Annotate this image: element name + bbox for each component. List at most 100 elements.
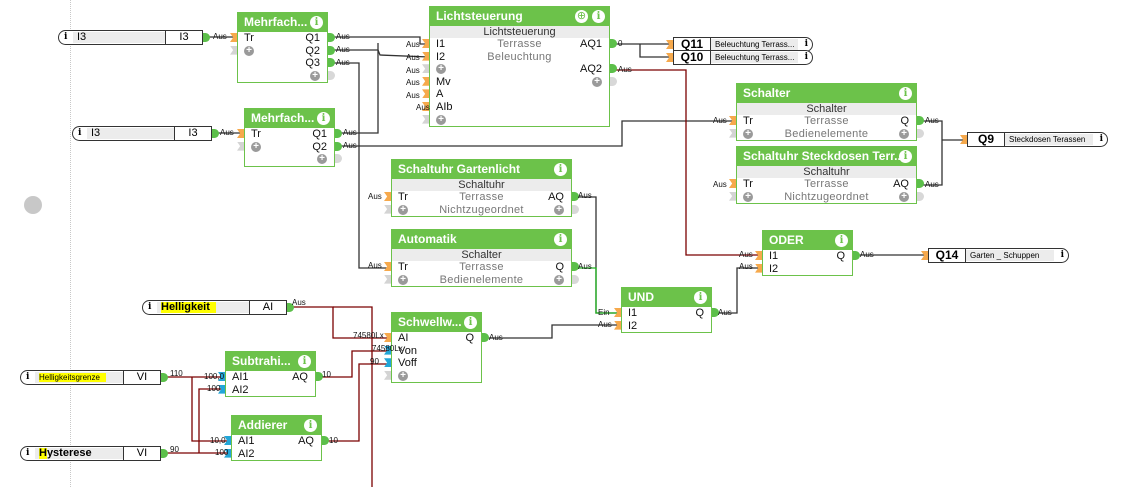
wire[interactable] bbox=[917, 120, 943, 186]
input-connector[interactable] bbox=[666, 53, 673, 62]
input-connector[interactable] bbox=[230, 45, 237, 55]
wire[interactable] bbox=[322, 363, 391, 442]
input-connector[interactable] bbox=[729, 191, 736, 201]
info-icon[interactable]: i bbox=[26, 372, 30, 382]
info-icon[interactable]: i bbox=[804, 39, 808, 49]
output-connector[interactable] bbox=[335, 129, 342, 138]
input-connector[interactable] bbox=[218, 372, 225, 381]
output-connector[interactable] bbox=[572, 192, 579, 201]
input-connector[interactable] bbox=[384, 204, 391, 214]
add-input-icon[interactable]: + bbox=[398, 204, 408, 215]
wire[interactable] bbox=[336, 120, 736, 147]
output-connector[interactable] bbox=[328, 58, 335, 68]
input-connector[interactable] bbox=[422, 39, 429, 48]
add-output-icon[interactable]: + bbox=[554, 204, 564, 215]
wire[interactable] bbox=[316, 350, 391, 378]
output-connector[interactable] bbox=[917, 116, 924, 125]
input-connector[interactable] bbox=[729, 128, 736, 138]
input-connector[interactable] bbox=[755, 251, 762, 260]
info-icon[interactable]: i bbox=[835, 234, 848, 247]
wire[interactable] bbox=[330, 62, 391, 269]
wire[interactable] bbox=[611, 69, 762, 256]
info-icon[interactable]: i bbox=[899, 150, 912, 163]
input-connector[interactable] bbox=[237, 141, 244, 151]
add-input-icon[interactable]: + bbox=[436, 64, 446, 75]
info-icon[interactable]: i bbox=[694, 291, 707, 304]
add-input-icon[interactable]: + bbox=[743, 191, 753, 202]
info-icon[interactable]: i bbox=[78, 128, 82, 138]
add-input-icon[interactable]: + bbox=[398, 370, 408, 381]
input-connector[interactable] bbox=[384, 345, 391, 355]
input-connector[interactable] bbox=[729, 179, 736, 188]
add-output-icon[interactable]: + bbox=[310, 70, 320, 81]
output-connector[interactable] bbox=[853, 251, 860, 260]
input-connector[interactable] bbox=[224, 436, 231, 445]
info-icon[interactable]: i bbox=[554, 163, 567, 176]
add-input-icon[interactable]: + bbox=[244, 45, 254, 56]
add-output-icon[interactable]: + bbox=[554, 274, 564, 285]
input-connector[interactable] bbox=[921, 251, 928, 260]
input-connector[interactable] bbox=[729, 116, 736, 125]
wire[interactable] bbox=[482, 324, 621, 339]
input-connector[interactable] bbox=[384, 358, 391, 368]
add-output-icon[interactable]: + bbox=[317, 154, 327, 165]
output-connector[interactable] bbox=[203, 33, 210, 42]
info-icon[interactable]: i bbox=[298, 355, 311, 368]
info-icon[interactable]: i bbox=[26, 448, 30, 458]
info-icon[interactable]: i bbox=[317, 112, 330, 125]
info-icon[interactable]: i bbox=[554, 233, 567, 246]
output-connector[interactable] bbox=[572, 262, 579, 271]
output-connector[interactable] bbox=[212, 129, 219, 138]
wire[interactable] bbox=[572, 267, 621, 314]
input-connector[interactable] bbox=[422, 102, 429, 111]
output-connector[interactable] bbox=[712, 308, 719, 317]
input-connector[interactable] bbox=[422, 114, 429, 124]
info-icon[interactable]: i bbox=[804, 52, 808, 62]
input-connector[interactable] bbox=[384, 370, 391, 380]
input-connector[interactable] bbox=[614, 320, 621, 330]
wire[interactable] bbox=[333, 306, 373, 487]
output-connector[interactable] bbox=[917, 128, 924, 138]
add-input-icon[interactable]: + bbox=[436, 114, 446, 125]
output-connector[interactable] bbox=[610, 39, 617, 48]
add-output-icon[interactable]: + bbox=[899, 191, 909, 202]
input-connector[interactable] bbox=[224, 448, 231, 458]
output-connector[interactable] bbox=[328, 33, 335, 42]
output-connector[interactable] bbox=[917, 179, 924, 188]
output-connector[interactable] bbox=[610, 76, 617, 86]
output-connector[interactable] bbox=[572, 204, 579, 214]
info-icon[interactable]: i bbox=[64, 32, 68, 42]
wire[interactable] bbox=[330, 49, 430, 58]
output-connector[interactable] bbox=[161, 449, 168, 458]
info-icon[interactable]: i bbox=[148, 302, 152, 312]
output-connector[interactable] bbox=[610, 64, 617, 74]
info-icon[interactable]: i bbox=[304, 419, 317, 432]
input-connector[interactable] bbox=[422, 51, 429, 61]
input-connector[interactable] bbox=[422, 89, 429, 99]
wire[interactable] bbox=[198, 388, 225, 453]
output-connector[interactable] bbox=[917, 191, 924, 201]
info-icon[interactable]: i bbox=[464, 316, 477, 329]
input-connector[interactable] bbox=[422, 64, 429, 74]
output-connector[interactable] bbox=[287, 303, 294, 312]
info-icon[interactable]: i bbox=[1099, 134, 1103, 144]
add-input-icon[interactable]: + bbox=[251, 141, 261, 152]
output-connector[interactable] bbox=[322, 436, 329, 445]
output-connector[interactable] bbox=[316, 372, 323, 381]
input-connector[interactable] bbox=[666, 40, 673, 49]
input-connector[interactable] bbox=[218, 384, 225, 394]
add-input-icon[interactable]: + bbox=[743, 128, 753, 139]
